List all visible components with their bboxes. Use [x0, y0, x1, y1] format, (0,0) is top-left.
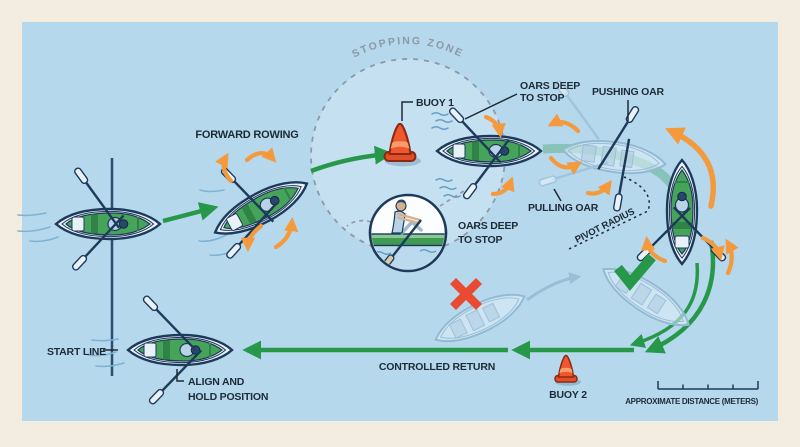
- leader-lines: [103, 93, 629, 382]
- pivot-radius-arc: [568, 176, 650, 250]
- pushing-oar-label: PUSHING OAR: [592, 86, 665, 98]
- inset-caption-line2: TO STOP: [458, 234, 503, 246]
- align-label-line2: HOLD POSITION: [188, 391, 268, 403]
- oars-deep-leader: [464, 93, 518, 120]
- buoy-2-label: BUOY 2: [549, 389, 587, 401]
- pulling-oar-leader: [553, 188, 562, 202]
- drift-arrow: [526, 272, 582, 302]
- buoy-1-leader: [401, 101, 413, 121]
- inset-caption-line1: OARS DEEP: [458, 220, 518, 232]
- inset-detail: [346, 188, 468, 273]
- align-label-line1: ALIGN AND: [188, 376, 245, 388]
- start-line-label: START LINE: [47, 346, 106, 358]
- path-arrow-start: [162, 202, 219, 224]
- path-arrow-turn-inner: [629, 262, 700, 348]
- pivot-turn-arrow: [665, 127, 717, 209]
- checkmark-icon: [614, 253, 656, 291]
- path-arrow-approach: [310, 145, 394, 174]
- inset-oar-shaft: [391, 219, 422, 258]
- pulling-oar-label: PULLING OAR: [528, 202, 599, 214]
- align-leader: [176, 369, 184, 382]
- oars-deep-label-line2: TO STOP: [520, 92, 565, 104]
- buoy-1-label: BUOY 1: [416, 97, 454, 109]
- oars-deep-label-line1: OARS DEEP: [520, 80, 580, 92]
- oar-motion-arrows: [215, 113, 739, 276]
- scale-bar: [657, 381, 759, 390]
- scale-bar-caption: APPROXIMATE DISTANCE (METERS): [625, 397, 758, 406]
- forward-rowing-label: FORWARD ROWING: [195, 129, 298, 141]
- water-turbulence: [431, 112, 461, 198]
- wake-lines: [17, 189, 239, 368]
- rower-arms: [396, 212, 422, 225]
- x-icon: [449, 277, 483, 311]
- controlled-return-label: CONTROLLED RETURN: [379, 361, 495, 373]
